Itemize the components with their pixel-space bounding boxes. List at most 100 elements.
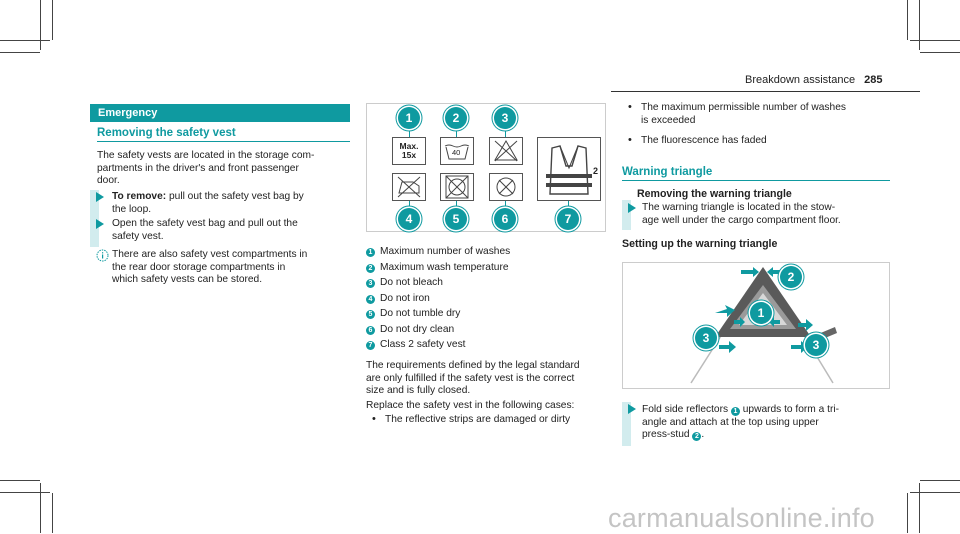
text-line: is exceeded [641,114,696,126]
triangle-callout-2: 2 [780,266,802,288]
wash-temperature-icon: 40 [440,137,474,165]
symbol-legend: 1 Maximum number of washes 2 Maximum wash … [366,246,606,355]
header-rule [611,91,920,92]
bullet-dot: • [372,413,376,425]
step-label: To remove: [112,191,167,202]
legend-number: 2 [366,263,375,273]
callout-4: 4 [398,208,420,230]
legend-text: Do not bleach [380,277,443,288]
fold-text: Fold side reflectors [642,404,729,415]
text-line: partments in the driver's and front pass… [97,162,299,174]
step-arrow-icon [96,192,104,202]
step-arrow-icon [96,219,104,229]
warning-triangle-heading: Warning triangle [622,166,713,178]
legend-item: 3 Do not bleach [366,277,606,293]
bullet-dot: • [628,101,632,113]
step-arrow-icon [628,203,636,213]
text-line: the rear door storage compartments in [112,261,286,273]
replace-paragraph: Replace the safety vest in the following… [366,400,575,411]
text-line: are only fulfilled if the safety vest is… [366,372,575,384]
legend-number: 4 [366,294,375,304]
text-line: the loop. [112,203,152,215]
callout-2: 2 [445,107,467,129]
legend-text: Do not iron [380,292,430,304]
note-paragraph: There are also safety vest compartments … [112,249,352,287]
text-line: size and is fully closed. [366,385,471,397]
legend-number: 5 [366,310,375,319]
removing-step: The warning triangle is located in the s… [642,202,887,227]
text-line: The safety vests are located in the stor… [97,150,315,161]
safety-vest-class-icon: 2 [537,137,601,201]
step-bar [90,190,99,247]
triangle-callout-1: 1 [750,302,772,324]
step-arrow-icon [628,404,636,414]
callout-7: 7 [557,208,579,230]
max-label: Max. [399,141,419,151]
text-line: safety vest. [112,230,164,242]
legend-item: 5 Do not tumble dry [366,308,606,324]
page-number: 285 [864,74,883,86]
fold-text: upwards to form a tri- [742,404,839,415]
text-line: door. [97,175,120,187]
callout-line [409,200,410,210]
step-1: To remove: pull out the safety vest bag … [112,191,352,216]
triangle-callout-3-right: 3 [805,334,827,356]
max-washes-icon: Max. 15x [392,137,426,165]
text-line: To remove: pull out the safety vest bag … [112,191,352,204]
text-line: The warning triangle is located in the s… [642,202,836,213]
callout-line [456,200,457,210]
callout-line [409,128,410,138]
legend-number: 3 [366,279,375,288]
legend-text: Maximum number of washes [380,246,511,257]
care-symbols-figure [366,103,606,232]
legend-item: 6 Do not dry clean [366,324,606,340]
temperature-label: 40 [452,148,461,157]
text-line: Open the safety vest bag and pull out th… [112,218,298,229]
legend-text: Maximum wash temperature [380,261,509,273]
callout-5: 5 [445,208,467,230]
legend-text: Do not tumble dry [380,308,461,319]
info-icon [96,249,109,267]
section-band: Emergency [90,104,350,122]
triangle-callout-3-left: 3 [695,327,717,349]
subheading-setting-up: Setting up the warning triangle [622,238,778,250]
callout-line [456,128,457,138]
inline-callout-1: 1 [730,407,740,416]
fold-step: Fold side reflectors 1 upwards to form a… [642,404,887,442]
text-line: angle and attach at the top using upper [642,416,819,428]
watermark: carmanualsonline.info [608,503,875,533]
bullet-item: The reflective strips are damaged or dir… [385,414,571,425]
inline-callout-2: 2 [692,432,702,442]
callout-line [568,200,569,210]
legend-item: 1 Maximum number of washes [366,246,606,262]
no-iron-icon [392,173,426,201]
bullet-dot: • [628,134,632,146]
callout-3: 3 [494,107,516,129]
section-heading: Removing the safety vest [97,127,236,139]
no-tumble-dry-icon [440,173,474,201]
callout-line [505,128,506,138]
no-bleach-icon [489,137,523,165]
text-line: press-stud 2. [642,429,887,442]
step-bar [622,200,631,230]
step-text: pull out the safety vest bag by [166,191,304,202]
legend-number: 1 [366,248,375,257]
class-number: 2 [593,166,599,176]
text-line: which safety vests can be stored. [112,274,263,286]
callout-6: 6 [494,208,516,230]
text-line: The requirements defined by the legal st… [366,360,580,371]
fold-text: . [701,429,705,441]
legend-text: Do not dry clean [380,323,455,335]
bullet-item: The maximum permissible number of washes… [641,102,881,127]
text-line: The maximum permissible number of washes [641,102,846,113]
legend-number: 6 [366,325,375,335]
running-header: Breakdown assistance 285 [745,74,882,86]
intro-paragraph: The safety vests are located in the stor… [97,150,352,188]
warning-triangle-figure: 1 2 3 3 [622,262,890,389]
subheading-removing: Removing the warning triangle [637,188,792,200]
text-line: age well under the cargo compartment flo… [642,214,841,226]
text-line: There are also safety vest compartments … [112,249,308,260]
legend-text: Class 2 safety vest [380,339,466,350]
fold-text: press-stud [642,429,690,441]
